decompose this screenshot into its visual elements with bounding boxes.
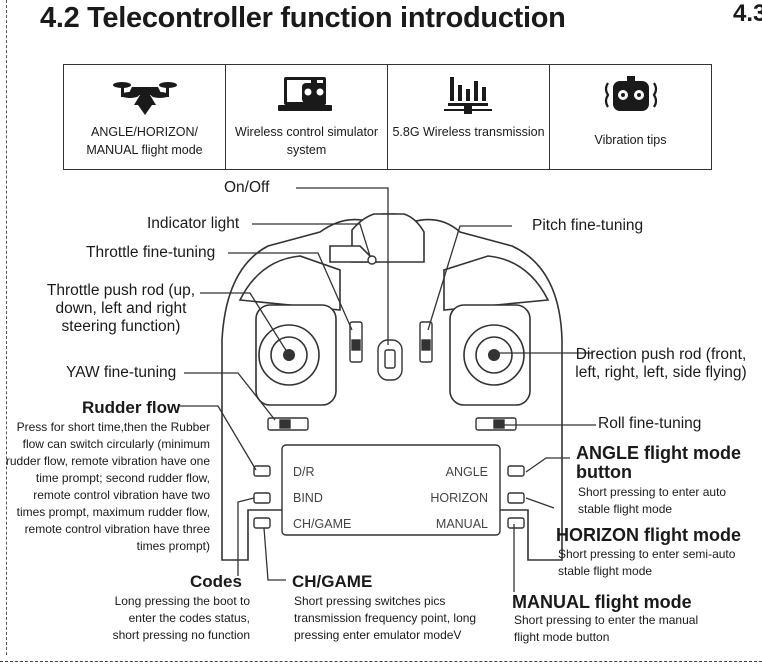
leader-codes — [237, 497, 255, 576]
left-shoulder — [238, 255, 341, 311]
panel-label-chgame: CH/GAME — [293, 517, 352, 531]
leader-pitch-fine — [427, 225, 512, 331]
feature-flight-mode: ANGLE/HORIZON/ MANUAL flight mode — [64, 65, 226, 169]
horizon-mode-title: HORIZON flight mode — [556, 525, 741, 545]
feature-label: 5.8G Wireless transmission — [392, 125, 545, 139]
next-section-title: 4.3 — [733, 0, 762, 27]
rudder-flow-title: Rudder flow — [82, 398, 181, 417]
label-indicator-light: Indicator light — [147, 215, 240, 232]
left-dashed-border — [6, 0, 7, 655]
feature-simulator: Wireless control simulator system — [226, 65, 388, 169]
chgame-description: Short pressing switches pics transmissio… — [294, 594, 477, 642]
panel-label-manual: MANUAL — [435, 517, 488, 531]
label-pitch-fine-tuning: Pitch fine-tuning — [532, 217, 644, 234]
label-direction-push-rod: Direction push rod (front, left, right, … — [575, 346, 747, 381]
leader-horizon — [525, 497, 555, 509]
chgame-title: CH/GAME — [292, 572, 373, 591]
angle-mode-title: ANGLE flight mode button — [576, 443, 741, 482]
feature-transmission: 5.8G Wireless transmission — [388, 65, 550, 169]
panel-label-horizon: HORIZON — [430, 491, 488, 505]
drone-with-angle-icon — [112, 82, 177, 115]
leader-throttle-rod — [200, 292, 288, 353]
feature-label: Vibration tips — [594, 133, 667, 147]
codes-title: Codes — [190, 572, 242, 591]
label-on-off: On/Off — [224, 179, 270, 196]
horizon-mode-description: Short pressing to enter semi-auto stable… — [558, 547, 736, 578]
feature-label: Wireless control simulator system — [234, 125, 379, 157]
chgame-button — [253, 517, 271, 529]
dr-button — [253, 465, 271, 477]
signal-bars-icon — [443, 77, 492, 114]
label-yaw-fine-tuning: YAW fine-tuning — [66, 364, 177, 381]
codes-description: Long pressing the boot to enter the code… — [112, 594, 250, 642]
leader-chgame — [263, 527, 286, 581]
section-title: 4.2 Telecontroller function introduction — [40, 2, 566, 34]
panel-label-angle: ANGLE — [445, 465, 488, 479]
lower-panel — [281, 444, 501, 536]
feature-vibration: Vibration tips — [550, 65, 711, 169]
panel-label-bind: BIND — [293, 491, 323, 505]
panel-label-dr: D/R — [293, 465, 315, 479]
right-stick — [488, 349, 500, 361]
horizon-button — [507, 492, 525, 504]
manual-mode-description: Short pressing to enter the manual fligh… — [514, 613, 699, 644]
bottom-dashed-border — [0, 661, 762, 662]
laptop-controller-icon — [277, 77, 332, 111]
indicator-led — [367, 255, 377, 265]
leader-yaw — [184, 372, 276, 421]
manual-button — [507, 517, 525, 529]
right-shoulder — [443, 255, 550, 311]
manual-mode-title: MANUAL flight mode — [512, 592, 692, 612]
leader-on-off — [296, 187, 389, 345]
label-throttle-push-rod: Throttle push rod (up, down, left and ri… — [46, 282, 196, 335]
leader-rudder — [180, 405, 257, 471]
left-stick — [283, 349, 295, 361]
feature-strip: ANGLE/HORIZON/ MANUAL flight mode Wirele… — [63, 64, 712, 170]
leader-throttle-fine — [228, 252, 353, 331]
label-throttle-fine-tuning: Throttle fine-tuning — [86, 244, 216, 261]
vibrating-controller-icon — [604, 76, 657, 111]
leader-angle — [525, 457, 570, 473]
angle-mode-description: Short pressing to enter auto stable flig… — [578, 485, 727, 516]
feature-label: ANGLE/HORIZON/ MANUAL flight mode — [86, 125, 203, 157]
rudder-flow-description: Press for short time,then the Rubber flo… — [5, 420, 210, 553]
angle-button — [507, 465, 525, 477]
leader-indicator — [252, 223, 371, 257]
bind-button — [253, 492, 271, 504]
label-roll-fine-tuning: Roll fine-tuning — [598, 415, 702, 432]
